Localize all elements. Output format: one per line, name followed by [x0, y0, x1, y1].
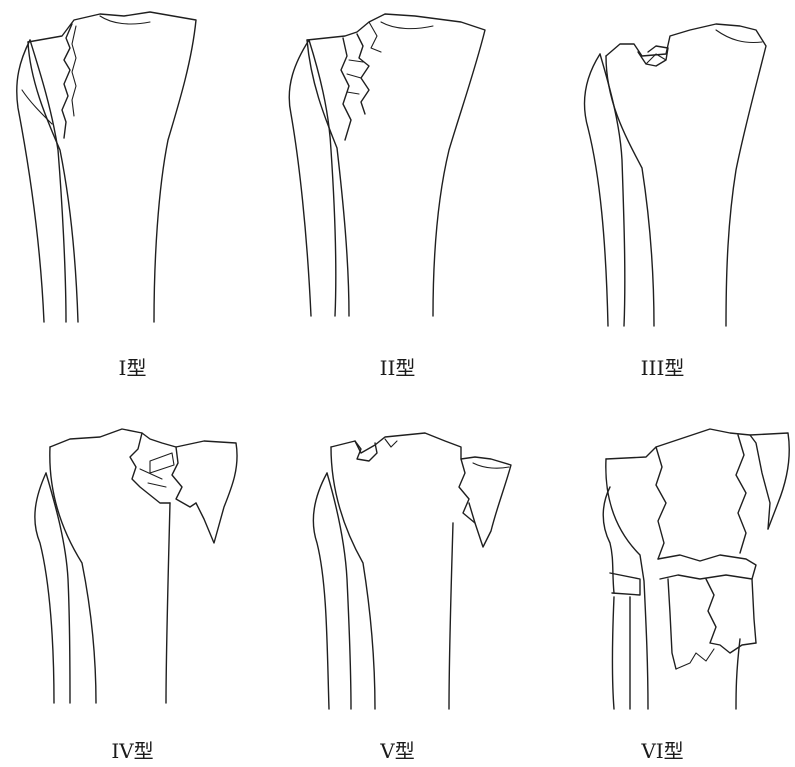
panel-type-5: V型 [265, 383, 530, 766]
tibia-diagram-type-3 [530, 0, 795, 383]
panel-label: I型 [0, 356, 265, 380]
panel-label: II型 [265, 356, 530, 380]
tibia-diagram-type-6 [530, 383, 795, 766]
panel-label: IV型 [0, 739, 265, 763]
tibia-diagram-type-4 [0, 383, 265, 766]
panel-label: III型 [530, 356, 795, 380]
tibia-diagram-type-5 [265, 383, 530, 766]
panel-type-3: III型 [530, 0, 795, 383]
panel-type-2: II型 [265, 0, 530, 383]
panel-type-1: I型 [0, 0, 265, 383]
panel-type-6: VI型 [530, 383, 795, 766]
tibia-diagram-type-2 [265, 0, 530, 383]
panel-type-4: IV型 [0, 383, 265, 766]
panel-label: VI型 [530, 739, 795, 763]
tibia-diagram-type-1 [0, 0, 265, 383]
panel-label: V型 [265, 739, 530, 763]
